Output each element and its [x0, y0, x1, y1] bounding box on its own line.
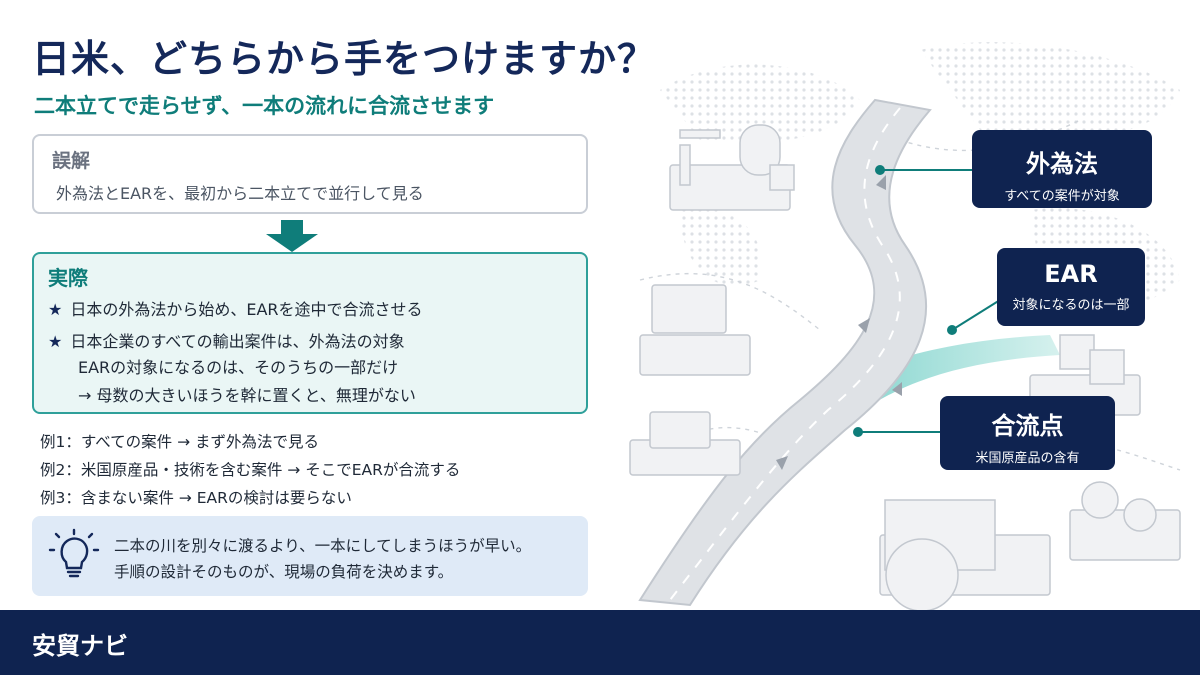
- callout-ear-title: EAR: [1044, 260, 1098, 288]
- lightbulb-icon: [48, 528, 100, 578]
- callout-ear: EAR 対象になるのは一部: [997, 248, 1145, 326]
- reality-box: 実際 ★日本の外為法から始め、EARを途中で合流させる ★日本企業のすべての輸出…: [32, 252, 588, 414]
- reality-detail: EARの対象になるのは、そのうちの一部だけ: [78, 358, 399, 377]
- star-icon: ★: [48, 332, 63, 351]
- page-title: 日米、どちらから手をつけますか？: [32, 37, 657, 81]
- reality-point: ★日本企業のすべての輸出案件は、外為法の対象: [48, 332, 405, 351]
- callout-ear-sub: 対象になるのは一部: [1012, 298, 1130, 313]
- callout-fefta-title: 外為法: [1026, 150, 1098, 178]
- tip-line: 手順の設計そのものが、現場の負荷を決めます。: [114, 563, 454, 581]
- callout-fefta: 外為法 すべての案件が対象: [972, 130, 1152, 208]
- footer-bar: 安貿ナビ: [0, 610, 1200, 675]
- star-icon: ★: [48, 300, 63, 319]
- misconception-text: 外為法とEARを、最初から二本立てで並行して見る: [56, 184, 424, 203]
- callout-merge-title: 合流点: [991, 412, 1064, 440]
- example-item: 例2：米国原産品・技術を含む案件 → そこでEARが合流する: [40, 461, 461, 479]
- reality-label: 実際: [48, 266, 88, 290]
- down-arrow-icon: [266, 220, 318, 252]
- main-river: [638, 98, 932, 607]
- teal-river: [825, 335, 1060, 420]
- misconception-label: 誤解: [52, 150, 91, 172]
- callout-merge: 合流点 米国原産品の含有: [940, 396, 1115, 470]
- tip-box: 二本の川を別々に渡るより、一本にしてしまうほうが早い。 手順の設計そのものが、現…: [32, 516, 588, 596]
- callout-fefta-sub: すべての案件が対象: [1004, 189, 1120, 204]
- example-item: 例1：すべての案件 → まず外為法で見る: [40, 433, 319, 451]
- page-subtitle: 二本立てで走らせず、一本の流れに合流させます: [34, 94, 495, 118]
- brand-name: 安貿ナビ: [32, 632, 128, 660]
- reality-point: ★日本の外為法から始め、EARを途中で合流させる: [48, 300, 423, 319]
- reality-detail: → 母数の大きいほうを幹に置くと、無理がない: [78, 386, 416, 405]
- misconception-box: 誤解 外為法とEARを、最初から二本立てで並行して見る: [32, 134, 588, 214]
- tip-line: 二本の川を別々に渡るより、一本にしてしまうほうが早い。: [114, 537, 532, 555]
- river-illustration: [629, 42, 1181, 610]
- example-item: 例3：含まない案件 → EARの検討は要らない: [40, 489, 352, 507]
- callout-merge-sub: 米国原産品の含有: [975, 451, 1080, 466]
